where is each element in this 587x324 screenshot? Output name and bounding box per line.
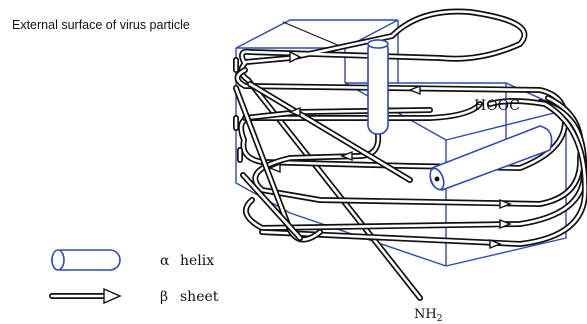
legend: α helix β sheet <box>52 250 219 305</box>
alpha-helix-vertical <box>368 40 388 134</box>
arrow-strand-icon <box>52 289 120 303</box>
cylinder-icon <box>52 250 120 270</box>
legend-sheet-symbol: β <box>160 289 168 305</box>
surface-label: External surface of virus particle <box>12 18 190 32</box>
c-terminus-label: HOOC <box>474 98 520 114</box>
legend-helix-label: helix <box>180 253 214 269</box>
surface-pointer-line <box>283 22 340 46</box>
legend-sheet-label: sheet <box>180 289 219 305</box>
n-terminus-label: NH2 <box>414 307 442 324</box>
legend-helix-symbol: α <box>160 253 170 269</box>
